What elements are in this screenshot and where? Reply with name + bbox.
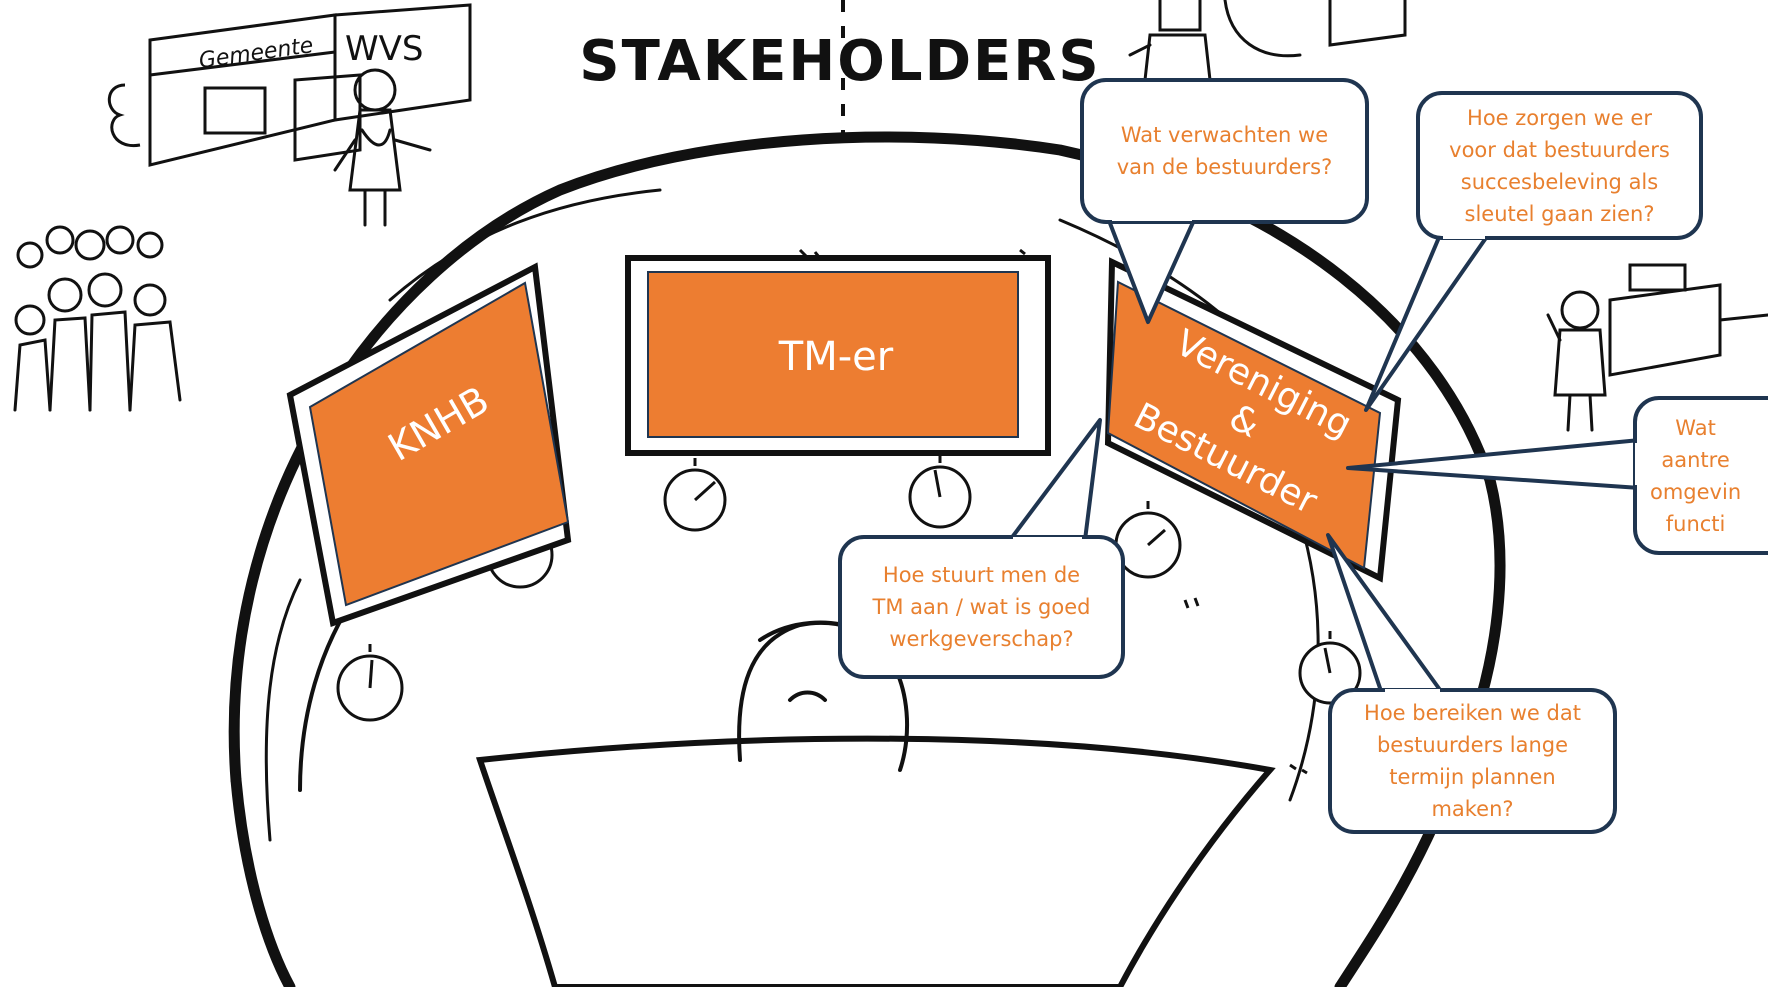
crowd-sketch [13, 225, 182, 412]
bubble-2 [1416, 91, 1703, 240]
bubble-1 [1080, 78, 1369, 224]
bubble-5 [1328, 688, 1617, 834]
bubble-2-text: Hoe zorgen we er voor dat bestuurders su… [1449, 105, 1670, 226]
stopwatch-icon [336, 644, 404, 722]
knhb-screen: KNHB [286, 262, 572, 627]
tm-label: TM-er [778, 334, 894, 380]
desk-doodles [798, 248, 1308, 775]
page-title: STAKEHOLDERS [579, 29, 1101, 94]
bubble-4 [838, 535, 1125, 679]
stopwatch-icon [663, 458, 727, 532]
right-figure-sketch [1546, 263, 1768, 432]
wvs-label: WVS [345, 29, 423, 69]
mayor-figure-sketch [333, 68, 432, 227]
bubble-4-text: Hoe stuurt men de TM aan / wat is goed w… [872, 563, 1091, 651]
bubble-5-text: Hoe bereiken we dat bestuurders lange te… [1364, 701, 1581, 821]
bubble-2-tail [1364, 233, 1490, 412]
top-right-figure-sketch [1128, 0, 1407, 82]
tm-screen: TM-er [625, 255, 1051, 456]
bubble-1-text: Wat verwachten we van de bestuurders? [1116, 123, 1333, 179]
stopwatch-icon [1114, 501, 1182, 579]
bubble-3-text: Wat aantre omgevin functi [1650, 415, 1742, 536]
speech-bubbles [838, 78, 1768, 834]
gemeente-building-sketch [107, 3, 472, 167]
stopwatch-icon [908, 455, 972, 529]
stopwatch-icon [1298, 631, 1362, 705]
gemeente-label: Gemeente [197, 33, 315, 74]
